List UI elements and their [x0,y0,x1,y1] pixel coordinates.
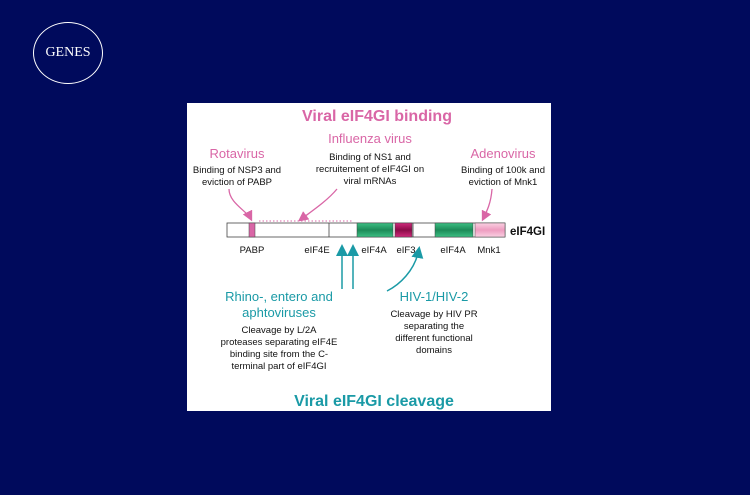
influenza-arrow [297,188,338,222]
rotavirus-desc-2: eviction of PABP [202,177,272,188]
domain-label-pabp: PABP [240,245,265,256]
influenza-desc-2: recruitement of eIF4GI on [316,164,424,175]
adenovirus-desc-1: Binding of 100k and [461,165,545,176]
influenza-desc-1: Binding of NS1 and [329,152,411,163]
rhino-desc-2: proteases separating eIF4E [221,337,338,348]
rhino-label-2: aphtoviruses [242,305,316,320]
rhino-label-1: Rhino-, entero and [225,289,333,304]
rhino-desc-4: terminal part of eIF4GI [231,361,326,372]
domain-label-mnk1: Mnk1 [477,245,500,256]
domain-label-eif4a-2: eIF4A [440,245,466,256]
eif4gi-diagram: Viral eIF4GI binding Rotavirus Binding o… [193,108,545,410]
eif4a-domain-1 [356,222,394,238]
badge-label: GENES [45,45,91,60]
eif4a-domain-2 [434,222,474,238]
mnk1-domain [474,222,506,238]
eif4gi-label: eIF4GI [510,226,545,238]
influenza-desc-3: viral mRNAs [344,176,397,187]
rotavirus-arrow [228,188,253,222]
genes-badge: GENES [33,22,103,84]
rotavirus-label: Rotavirus [210,146,265,161]
hiv-cleavage-arrow [386,246,424,292]
domain-label-eif4e: eIF4E [304,245,329,256]
domain-label-eif4a-1: eIF4A [361,245,387,256]
hiv-desc-2: separating the [404,321,464,332]
eif3-domain [394,222,413,238]
domain-label-eif3: eIF3 [396,245,415,256]
adenovirus-desc-2: eviction of Mnk1 [469,177,538,188]
hiv-desc-4: domains [416,345,452,356]
title-viral-binding: Viral eIF4GI binding [302,108,452,125]
rhino-desc-3: binding site from the C- [230,349,328,360]
rotavirus-desc-1: Binding of NSP3 and [193,165,281,176]
hiv-desc-1: Cleavage by HIV PR [390,309,477,320]
title-viral-cleavage: Viral eIF4GI cleavage [294,393,454,410]
hiv-label: HIV-1/HIV-2 [400,289,469,304]
hiv-desc-3: different functional [395,333,472,344]
influenza-label: Influenza virus [328,131,412,146]
adenovirus-label: Adenovirus [470,146,536,161]
adenovirus-arrow [481,188,493,222]
eif4gi-figure: Viral eIF4GI binding Rotavirus Binding o… [187,103,551,411]
rhino-desc-1: Cleavage by L/2A [242,325,318,336]
pabp-site [248,222,256,238]
